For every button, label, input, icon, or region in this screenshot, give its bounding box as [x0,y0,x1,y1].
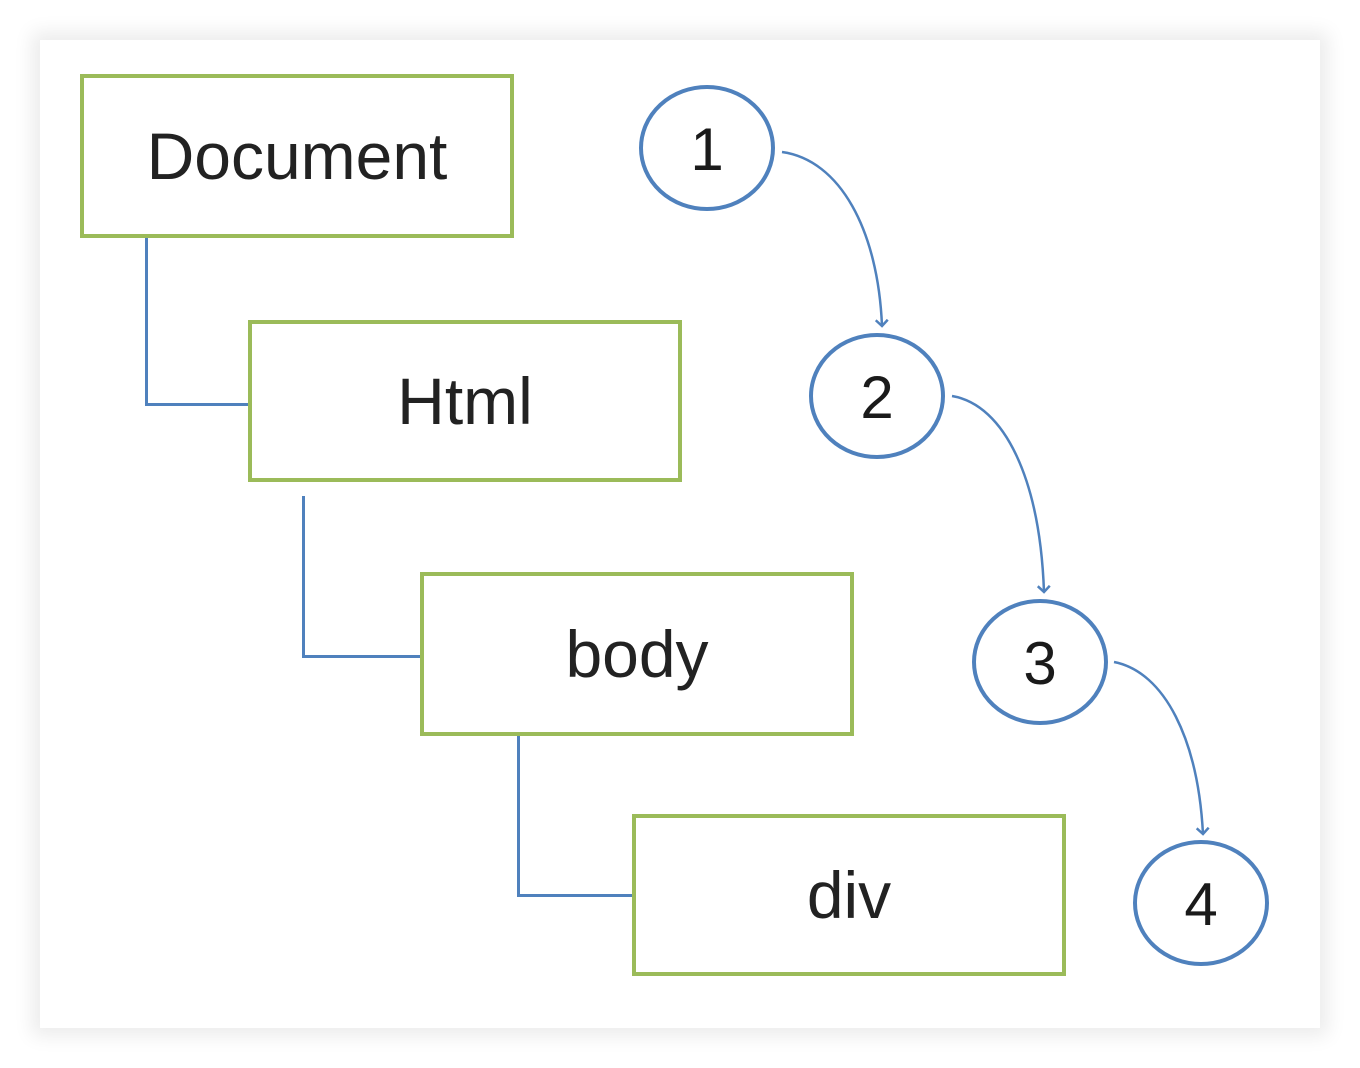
connector-body-div [517,735,633,897]
node-html: Html [248,320,682,482]
node-body-label: body [565,617,709,691]
connector-html-body [302,496,420,658]
node-div-label: div [806,858,892,932]
node-document-label: Document [146,119,448,193]
connector-document-html [145,238,249,406]
node-div: div [632,814,1066,976]
node-body: body [420,572,854,736]
node-document: Document [80,74,514,238]
node-html-label: Html [397,364,533,438]
